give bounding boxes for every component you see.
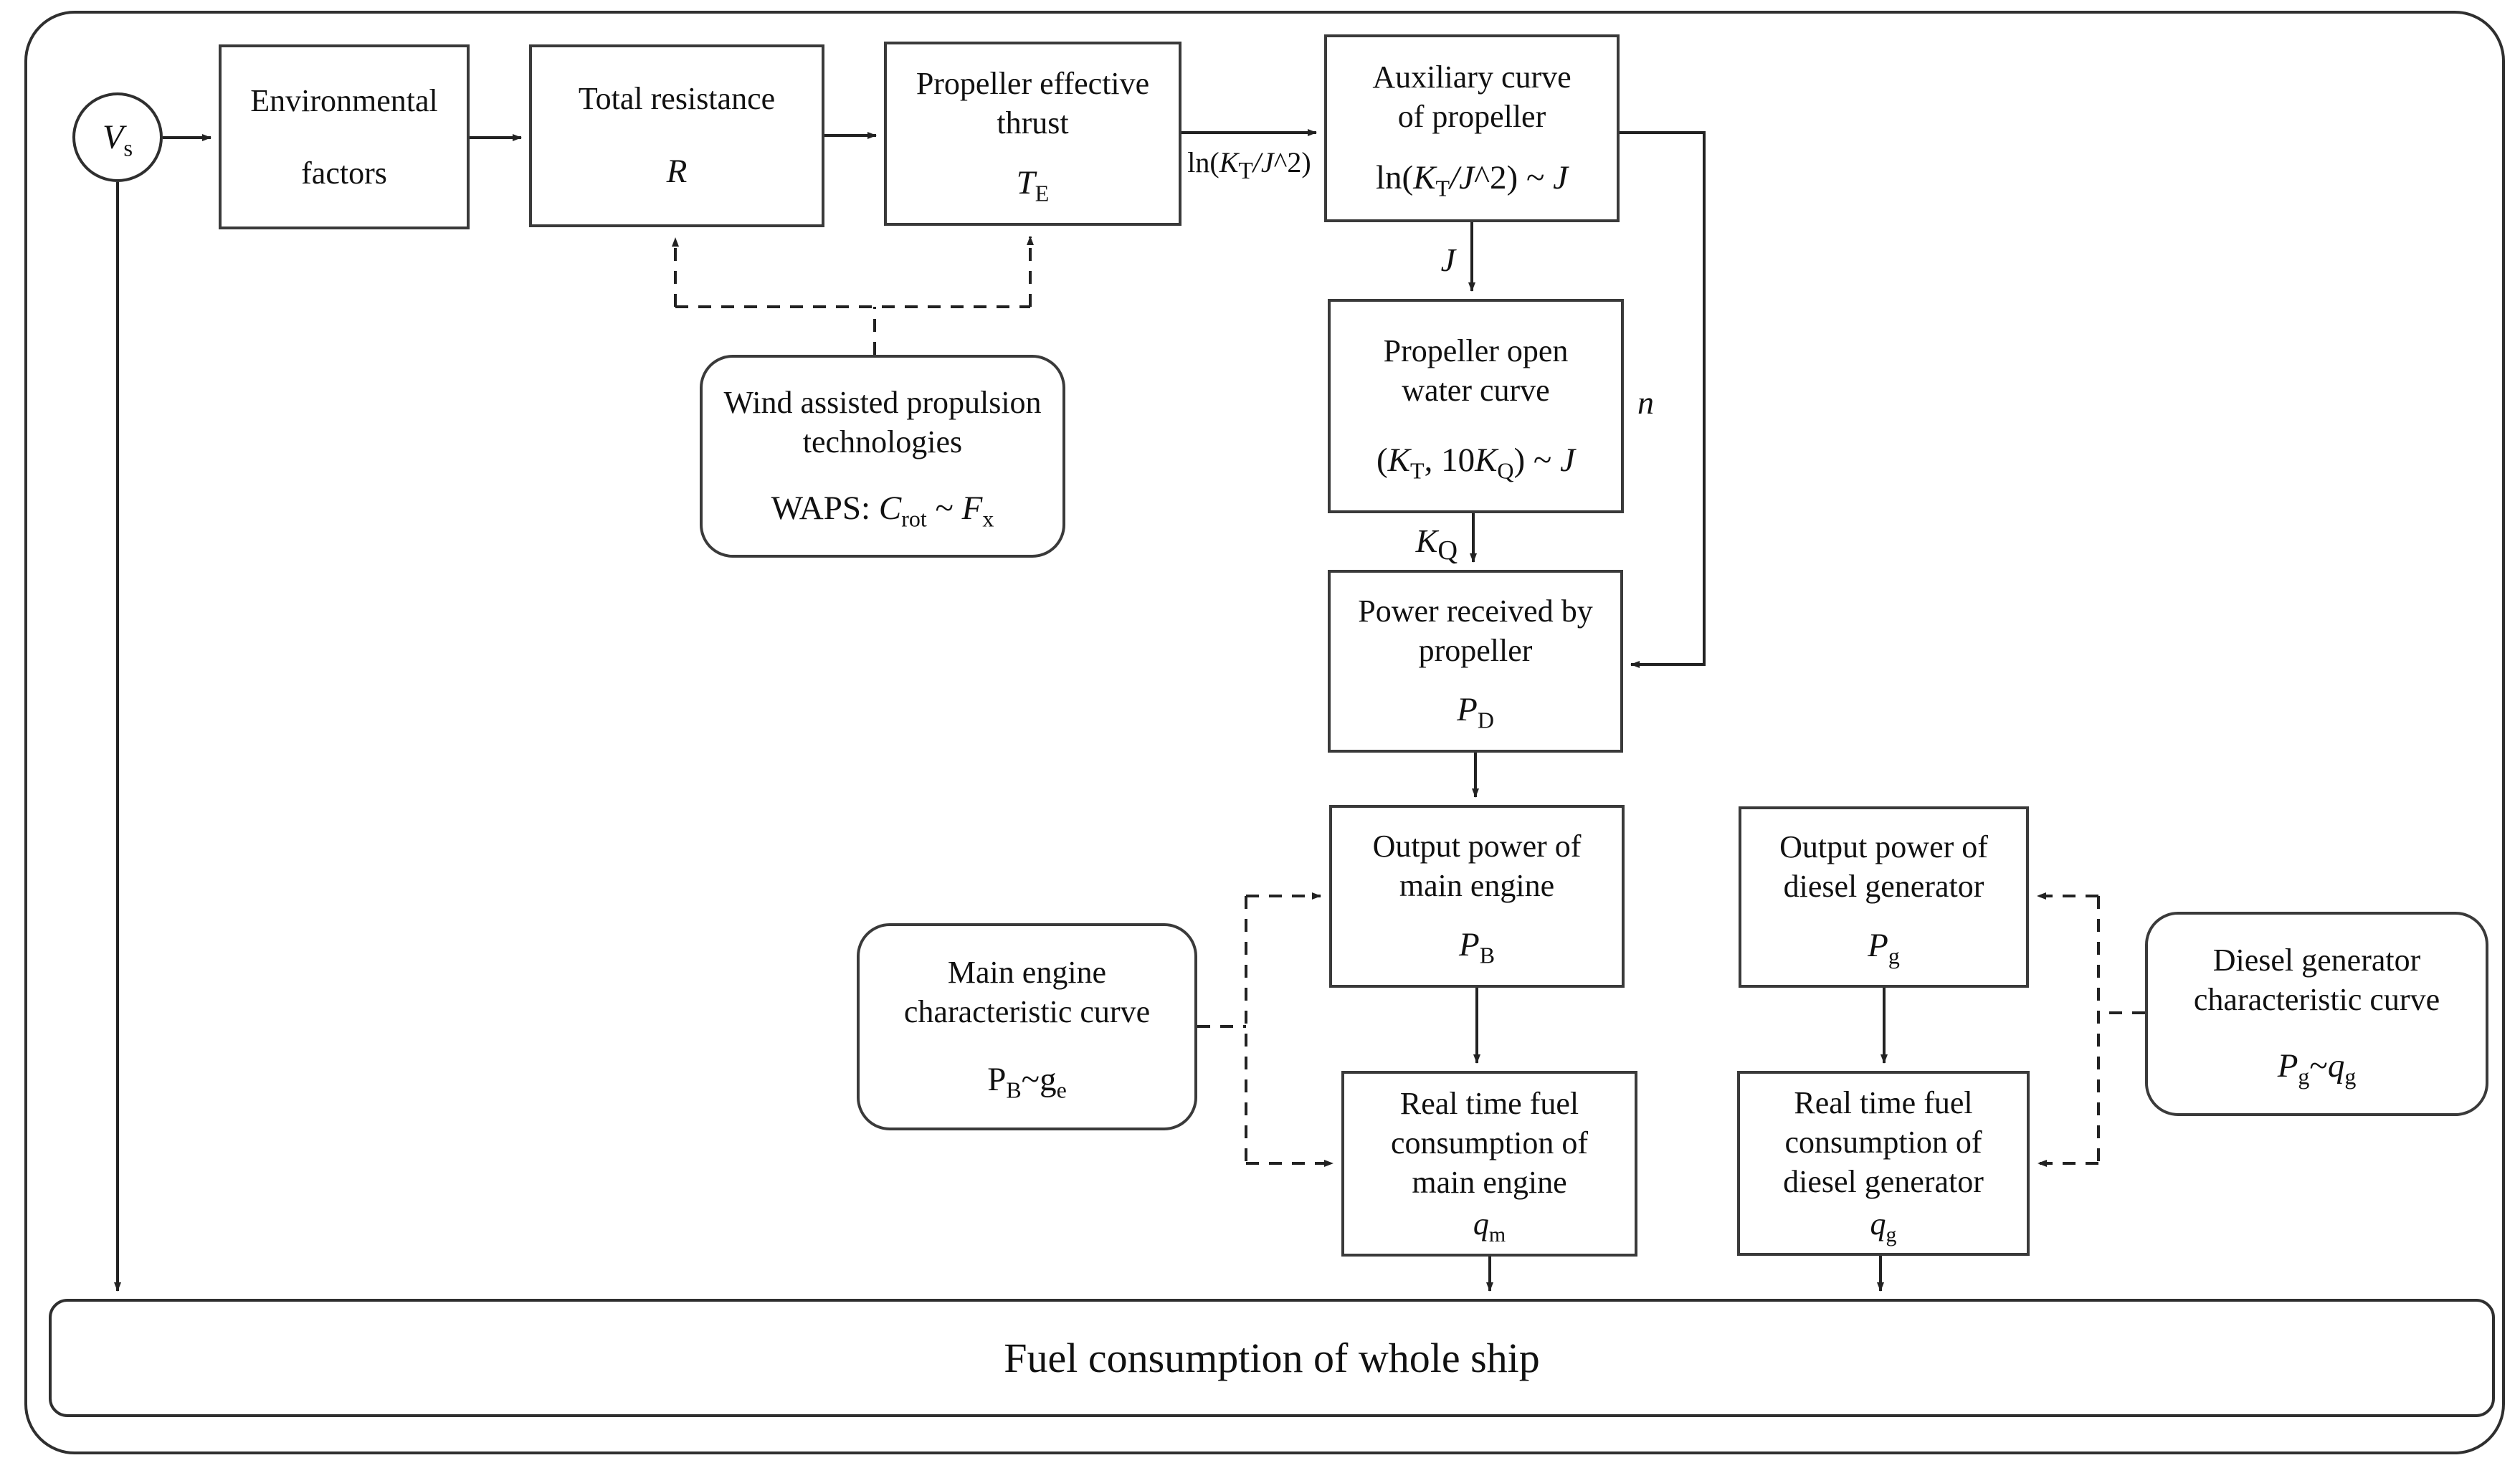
whole-ship-label: Fuel consumption of whole ship bbox=[1004, 1335, 1540, 1381]
edge-label-j: J bbox=[1440, 242, 1455, 278]
power-received-symbol: PD bbox=[1457, 691, 1494, 733]
fuel-main-symbol: qm bbox=[1473, 1206, 1506, 1247]
output-gen-symbol: Pg bbox=[1868, 926, 1900, 969]
edge-label-lnkt: ln(KT/J^2) bbox=[1187, 146, 1311, 184]
edge-aux-power-n bbox=[1620, 131, 1706, 668]
node-fuel-consumption-whole-ship: Fuel consumption of whole ship bbox=[49, 1299, 2495, 1417]
open-water-formula: (KT, 10KQ) ~ J bbox=[1377, 441, 1575, 483]
node-ship-speed: Vs bbox=[72, 92, 163, 182]
total-resistance-symbol: R bbox=[666, 152, 688, 190]
ship-speed-symbol: Vs bbox=[102, 118, 133, 162]
node-total-resistance: Total resistance R bbox=[529, 44, 824, 227]
edge-label-kq: KQ bbox=[1415, 523, 1458, 566]
output-main-symbol: PB bbox=[1458, 926, 1496, 968]
char-main-formula: PB~ge bbox=[987, 1060, 1067, 1103]
auxiliary-curve-formula: ln(KT/J^2) ~ J bbox=[1375, 158, 1569, 201]
fuel-gen-symbol: qg bbox=[1870, 1206, 1897, 1246]
edge-label-n: n bbox=[1637, 384, 1654, 421]
char-gen-formula: Pg~qg bbox=[2277, 1047, 2357, 1090]
thrust-symbol: TE bbox=[1016, 163, 1050, 206]
outer-frame bbox=[24, 11, 2505, 1454]
waps-formula: WAPS: Crot ~ Fx bbox=[771, 489, 994, 532]
node-environmental-factors: Environmental factors bbox=[219, 44, 470, 229]
